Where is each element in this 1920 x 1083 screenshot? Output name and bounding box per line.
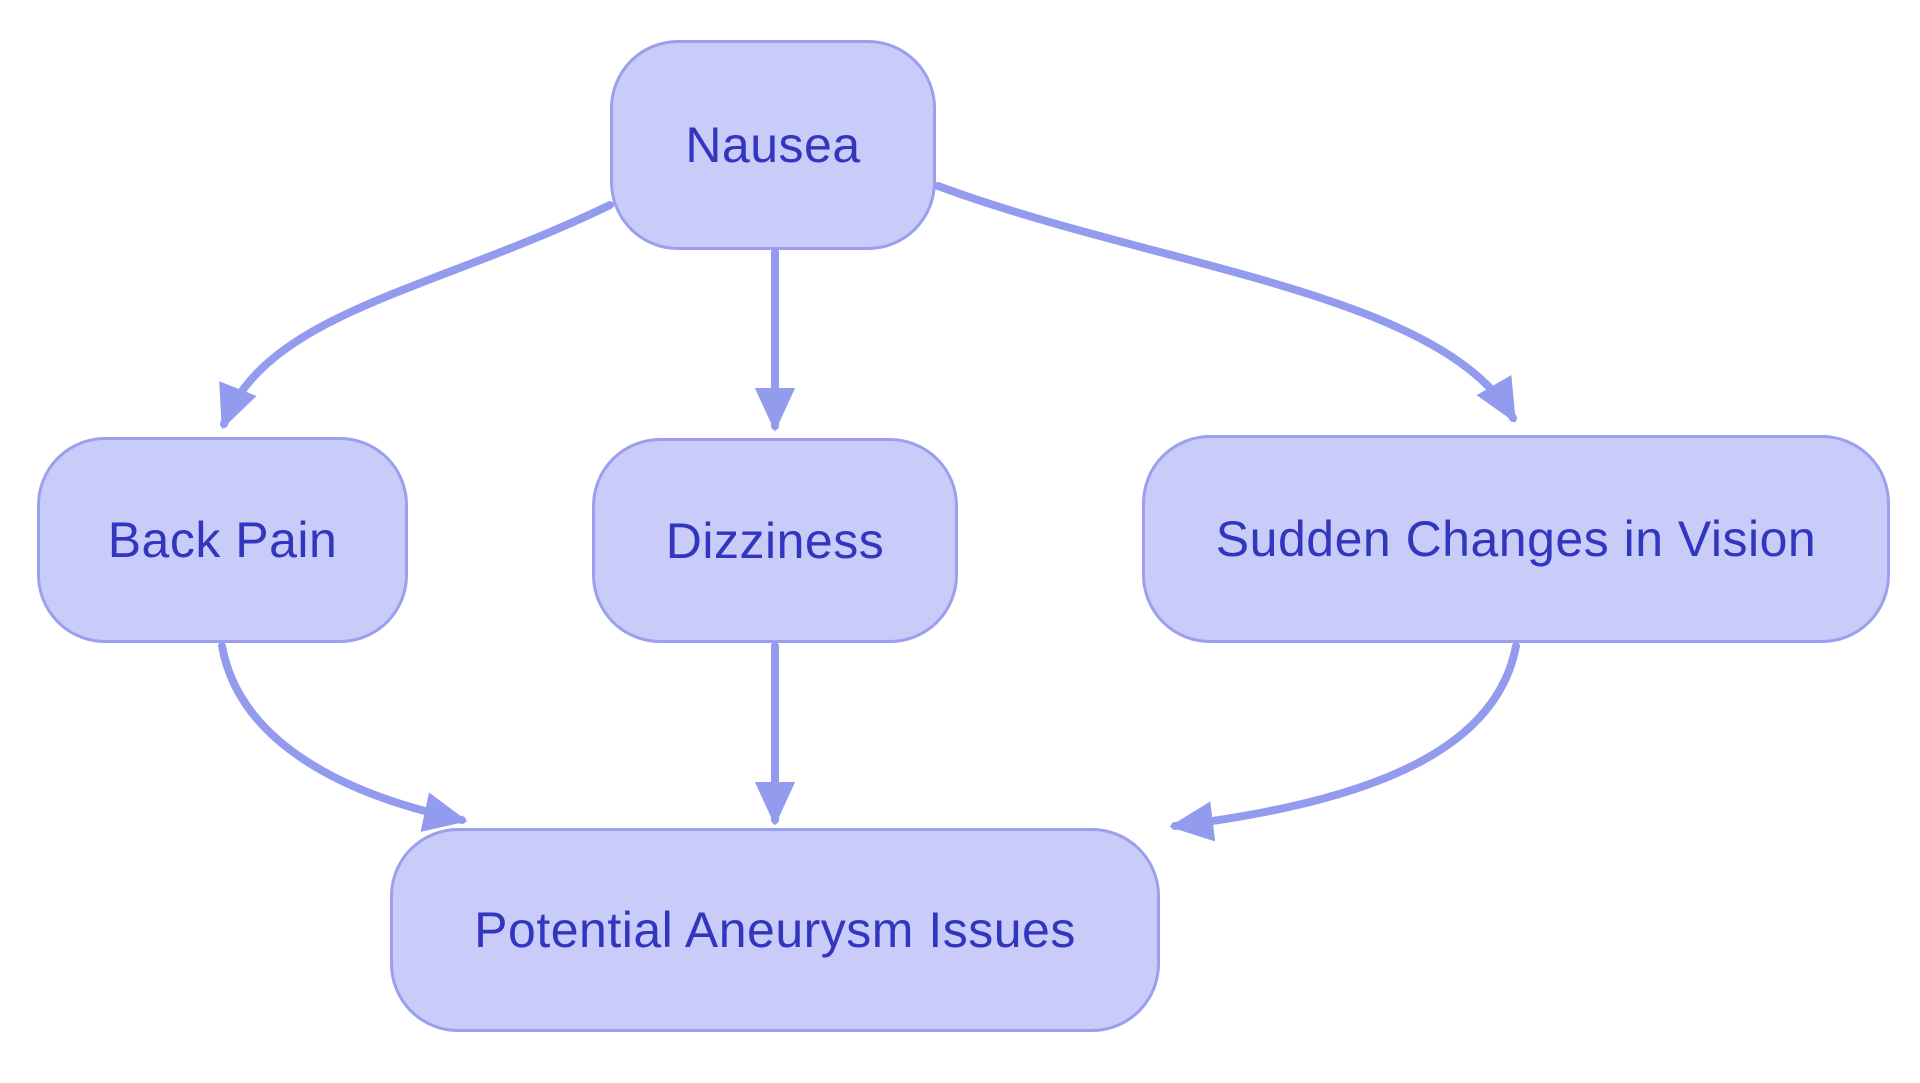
node-nausea-label: Nausea <box>685 117 861 173</box>
edge-nausea-to-back-pain <box>219 201 614 430</box>
node-dizziness: Dizziness <box>592 438 958 643</box>
node-back-pain: Back Pain <box>37 437 408 643</box>
node-sudden-changes-in-vision-label: Sudden Changes in Vision <box>1215 511 1817 567</box>
node-potential-aneurysm-issues-label: Potential Aneurysm Issues <box>474 902 1076 958</box>
edge-vision-to-aneurysm <box>1169 642 1520 842</box>
node-back-pain-label: Back Pain <box>107 512 338 568</box>
node-potential-aneurysm-issues: Potential Aneurysm Issues <box>390 828 1160 1032</box>
node-dizziness-label: Dizziness <box>665 512 885 569</box>
edge-back-pain-to-aneurysm <box>218 642 468 832</box>
node-nausea: Nausea <box>610 40 936 250</box>
edge-nausea-to-vision <box>934 182 1517 424</box>
node-sudden-changes-in-vision: Sudden Changes in Vision <box>1142 435 1890 643</box>
